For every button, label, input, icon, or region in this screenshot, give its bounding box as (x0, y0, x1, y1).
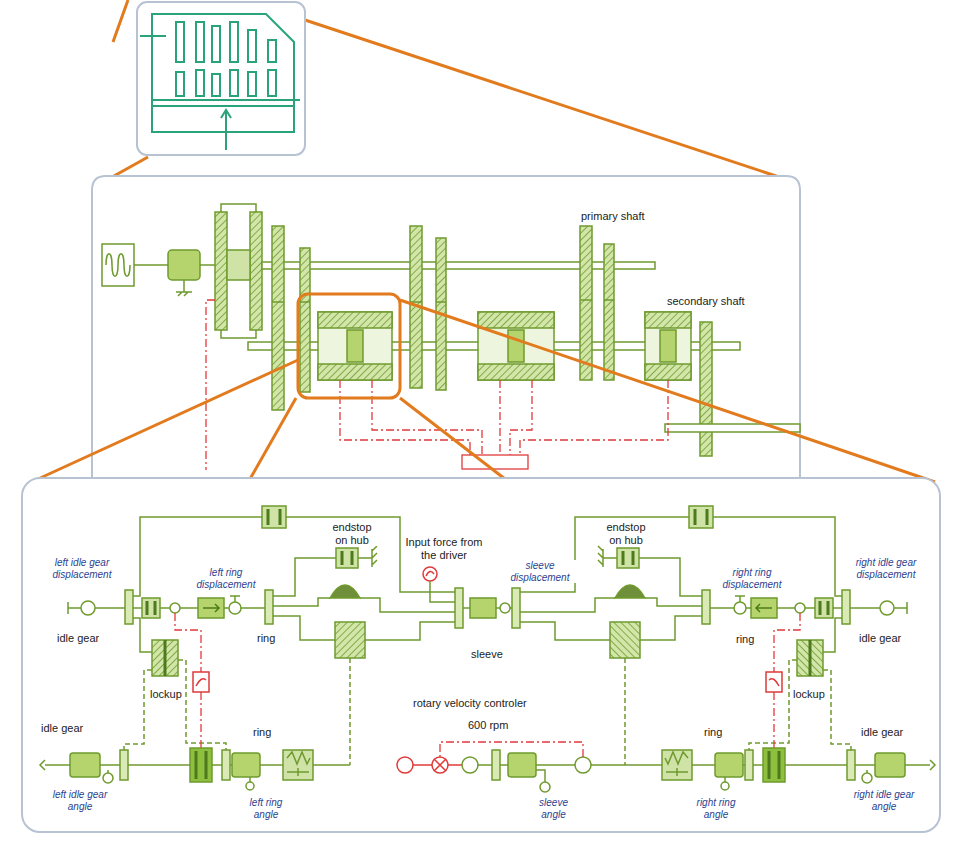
signal-label: left ring angle (240, 797, 292, 820)
control-signals (206, 300, 668, 470)
part-label: lockup (149, 688, 183, 701)
signal-label: left idle gear angle (44, 789, 116, 812)
mirrored-half-model (520, 506, 935, 790)
detail-panel (22, 478, 940, 832)
half-synchronizer-model (40, 506, 455, 790)
signal-label: left ring displacement (190, 567, 262, 590)
gearbox-icon (140, 14, 300, 150)
zoom-lines-top (96, 0, 782, 186)
signal-label: sleeve displacement (504, 560, 576, 583)
model-panel (92, 176, 800, 520)
zoom-lines-bottom (38, 294, 935, 482)
part-label: endstop on hub (599, 521, 653, 546)
part-label: idle gear (56, 632, 100, 645)
part-label: ring (703, 726, 723, 739)
part-label: idle gear (858, 632, 902, 645)
part-label: rotary velocity controler (412, 697, 528, 710)
signal-label: right ring angle (689, 797, 743, 820)
sleeve-model (397, 567, 625, 792)
part-label: 600 rpm (467, 719, 509, 732)
signal-label: sleeve angle (530, 797, 577, 820)
part-label: secondary shaft (666, 295, 746, 308)
part-label: idle gear (860, 726, 904, 739)
overview-panel (137, 2, 305, 155)
part-label: sleeve (470, 648, 504, 661)
signal-label: right ring displacement (716, 567, 788, 590)
part-label: idle gear (40, 722, 84, 735)
actuator-box (462, 455, 528, 469)
part-label: ring (735, 633, 755, 646)
part-label: ring (256, 632, 276, 645)
signal-label: right idle gear displacement (843, 557, 929, 580)
part-label: primary shaft (580, 210, 646, 223)
part-label: endstop on hub (325, 521, 379, 546)
part-label: ring (252, 726, 272, 739)
part-label: Input force from the driver (403, 536, 485, 561)
signal-label: left idle gear displacement (41, 557, 123, 580)
signal-label: right idle gear angle (847, 789, 921, 812)
part-label: lockup (792, 688, 826, 701)
gearbox-drawing (102, 204, 800, 456)
